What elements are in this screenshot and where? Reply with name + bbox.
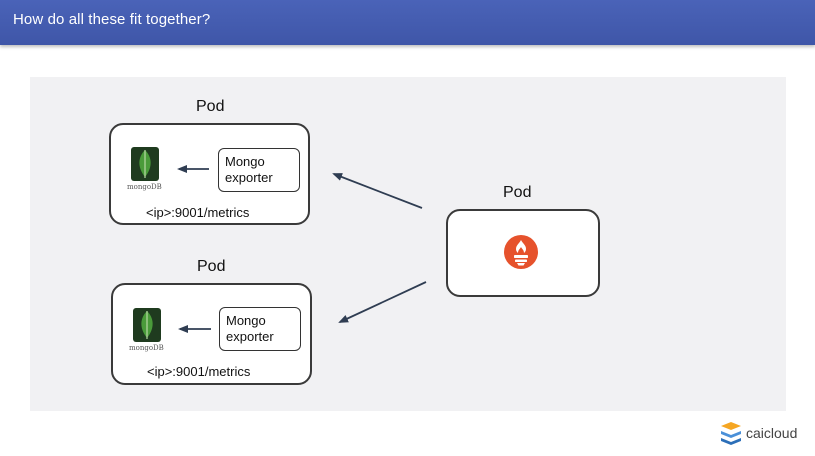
exporter-line-2: exporter — [226, 329, 274, 344]
caicloud-brand-name: caicloud — [746, 425, 798, 441]
top-mongo-exporter-box: Mongo exporter — [218, 148, 300, 192]
arrow-prometheus-to-top-pod — [332, 173, 423, 209]
exporter-line-1: Mongo — [225, 154, 265, 169]
caicloud-logo-icon — [721, 422, 741, 445]
slide-title: How do all these fit together? — [13, 11, 211, 28]
arrow-prometheus-to-bottom-pod — [338, 281, 427, 323]
prometheus-icon — [504, 235, 538, 269]
bottom-pod-label: Pod — [197, 258, 226, 275]
slide-header: How do all these fit together? — [0, 0, 815, 45]
top-pod-label: Pod — [196, 98, 225, 115]
bottom-mongo-exporter-box: Mongo exporter — [219, 307, 301, 351]
mongodb-leaf-icon — [133, 308, 161, 342]
exporter-line-1: Mongo — [226, 313, 266, 328]
mongodb-wordmark: mongoDB — [129, 344, 164, 352]
bottom-metrics-endpoint: <ip>:9001/metrics — [147, 364, 251, 379]
top-metrics-endpoint: <ip>:9001/metrics — [146, 205, 250, 220]
prometheus-pod-label: Pod — [503, 184, 532, 201]
exporter-line-2: exporter — [225, 170, 273, 185]
mongodb-wordmark: mongoDB — [127, 183, 162, 191]
mongodb-leaf-icon — [131, 147, 159, 181]
